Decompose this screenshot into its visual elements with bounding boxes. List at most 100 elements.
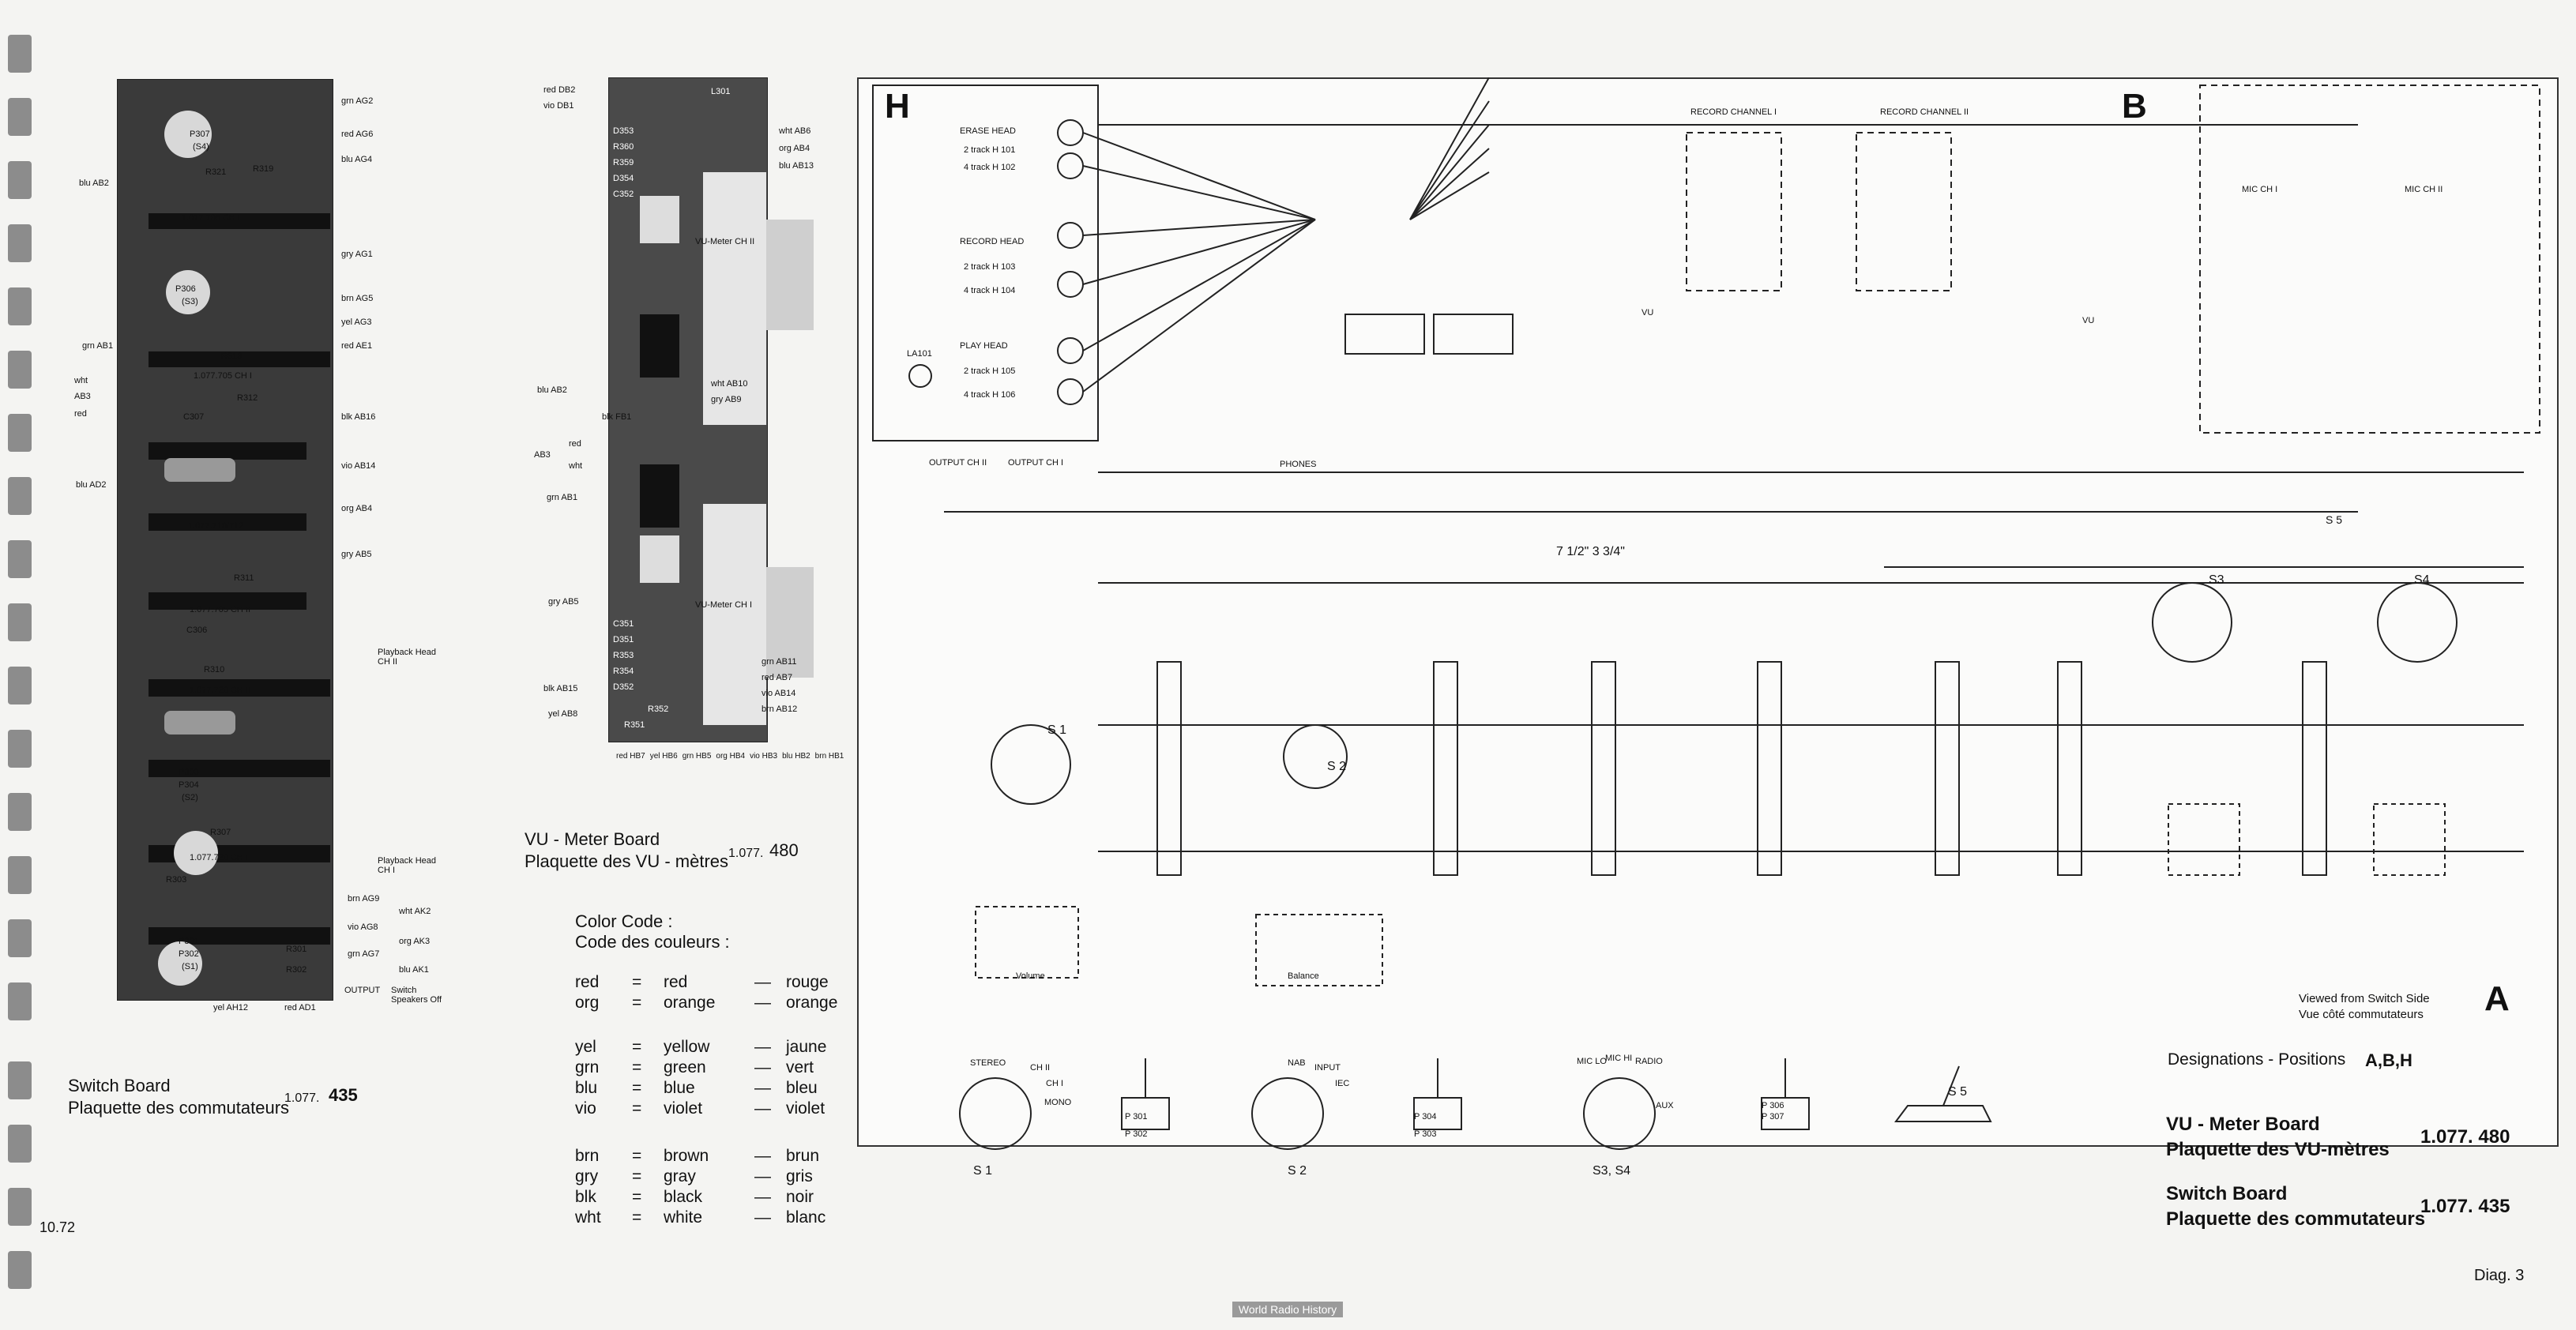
sb-wire-label: org AB4 — [341, 504, 373, 513]
sch-label: VU — [1641, 308, 1654, 317]
cc-fr: violet — [786, 1099, 825, 1118]
cc-en: yellow — [664, 1038, 710, 1056]
sch-label: 2 track H 105 — [964, 366, 1016, 376]
cc-en: green — [664, 1058, 706, 1076]
vu-wire-label: grn AB11 — [762, 657, 797, 667]
cc-dash: — — [754, 1188, 771, 1206]
switch-position-drawings — [959, 1058, 1992, 1150]
sw-pos-label: S 2 — [1288, 1164, 1307, 1178]
sch-label: PHONES — [1280, 460, 1317, 469]
sb-label: P301 — [179, 937, 199, 946]
sw-pos-label: IEC — [1335, 1079, 1350, 1088]
cc-abbr: grn — [575, 1058, 600, 1076]
cc-eq: = — [632, 973, 642, 991]
vu-pin-label: brn HB1 — [814, 752, 844, 761]
cc-fr: noir — [786, 1188, 814, 1206]
sb-label: R303 — [166, 875, 187, 885]
sw-pos-label: MONO — [1044, 1098, 1072, 1107]
sch-label: RECORD CHANNEL II — [1880, 107, 1969, 117]
cc-dash: — — [754, 1147, 771, 1165]
cc-fr: bleu — [786, 1079, 818, 1097]
color-code-row: org=orange—orange — [575, 994, 881, 1013]
binding-hole — [8, 1251, 32, 1289]
vu-wire-label: brn AB12 — [762, 704, 798, 714]
cc-dash: — — [754, 1167, 771, 1185]
vu-pin-label: red HB7 — [616, 752, 645, 761]
sb-label: (S2) — [182, 793, 198, 802]
vu-part-label: D353 — [613, 126, 634, 136]
cc-en: violet — [664, 1099, 703, 1118]
sb-wire-label: AB3 — [74, 392, 91, 401]
sb-label: R311 — [234, 573, 254, 583]
binding-hole — [8, 1125, 32, 1163]
sb-wire-label: OUTPUT — [344, 986, 381, 995]
sch-label: MIC CH I — [2242, 185, 2278, 194]
sch-label: 4 track H 106 — [964, 390, 1016, 400]
cc-fr: vert — [786, 1058, 814, 1076]
sb-wire-label: blu AG4 — [341, 155, 373, 164]
diag-label: Diag. 3 — [2474, 1267, 2525, 1284]
sw-pos-label: MIC HI — [1605, 1054, 1633, 1063]
binding-hole — [8, 414, 32, 452]
designations-sw-en: Switch Board — [2166, 1183, 2288, 1204]
sb-label: P307 — [190, 130, 210, 139]
sch-label: Balance — [1288, 971, 1319, 981]
cc-dash: — — [754, 973, 771, 991]
sch-label: 2 track H 103 — [964, 262, 1016, 272]
sb-wire-label: blu AD2 — [76, 480, 107, 490]
sb-label: R307 — [210, 828, 231, 837]
color-code-row: red=red—rouge — [575, 973, 881, 992]
cc-abbr: wht — [575, 1208, 601, 1227]
sb-wire-label: red AG6 — [341, 130, 374, 139]
vu-wire-label: blk AB15 — [543, 684, 578, 693]
sw-pos-label: P 304 — [1414, 1112, 1437, 1121]
sw-pos-label: CH I — [1046, 1079, 1063, 1088]
cc-abbr: gry — [575, 1167, 599, 1185]
binding-hole — [8, 351, 32, 389]
designations-vu-en: VU - Meter Board — [2166, 1114, 2320, 1135]
cc-en: white — [664, 1208, 703, 1227]
sb-label: C307 — [183, 412, 205, 422]
sb-label: R312 — [237, 393, 258, 403]
cc-fr: rouge — [786, 973, 829, 991]
sw-pos-label: AUX — [1656, 1101, 1674, 1110]
vu-pin-label: org HB4 — [716, 752, 746, 761]
sch-label: 4 track H 102 — [964, 163, 1016, 172]
sb-wire-label: brn AG9 — [348, 894, 380, 904]
designations-vu-part: 1.077. 480 — [2420, 1126, 2510, 1148]
sb-wire-label: gry AG1 — [341, 250, 373, 259]
sb-label: 1.077.705 CH II — [190, 605, 251, 614]
sch-label: RECORD CHANNEL I — [1690, 107, 1777, 117]
vu-part-label: C352 — [613, 190, 634, 199]
sb-wire-label: Switch Speakers Off — [391, 986, 442, 1005]
sb-label: (S4) — [193, 142, 209, 152]
vu-pin-label: grn HB5 — [682, 752, 712, 761]
sb-label: R321 — [205, 167, 227, 177]
sb-wire-label: grn AG7 — [348, 949, 380, 959]
binding-hole — [8, 667, 32, 704]
sch-label: 2 track H 101 — [964, 145, 1016, 155]
cc-en: blue — [664, 1079, 695, 1097]
sb-wire-label: blu AK1 — [399, 965, 429, 975]
sb-wire-label: Playback Head CH II — [378, 648, 436, 667]
vu-part-label: blk FB1 — [602, 412, 632, 422]
vu-wire-label: vio DB1 — [543, 101, 574, 111]
cc-en: brown — [664, 1147, 709, 1165]
sb-label: 1.077.705 CH I — [182, 213, 240, 223]
cc-eq: = — [632, 1188, 642, 1206]
cc-eq: = — [632, 1147, 642, 1165]
sch-label: OUTPUT CH I — [1008, 458, 1064, 468]
vu-part-label: D352 — [613, 682, 634, 692]
cc-fr: orange — [786, 994, 838, 1012]
vu-part-label: R354 — [613, 667, 634, 676]
sch-label: Vue côté commutateurs — [2299, 1008, 2424, 1021]
vu-wire-label: red — [569, 439, 581, 449]
vu-board-title-fr: Plaquette des VU - mètres — [525, 851, 729, 871]
sb-label: 1.077.720 CH II — [190, 686, 251, 695]
cc-dash: — — [754, 1099, 771, 1118]
vu-board-part-suffix: 480 — [769, 840, 799, 860]
vu-wire-label: grn AB1 — [547, 493, 578, 502]
sb-wire-label: wht — [74, 376, 88, 385]
binding-hole — [8, 287, 32, 325]
vu-wire-label: gry AB5 — [548, 597, 579, 607]
